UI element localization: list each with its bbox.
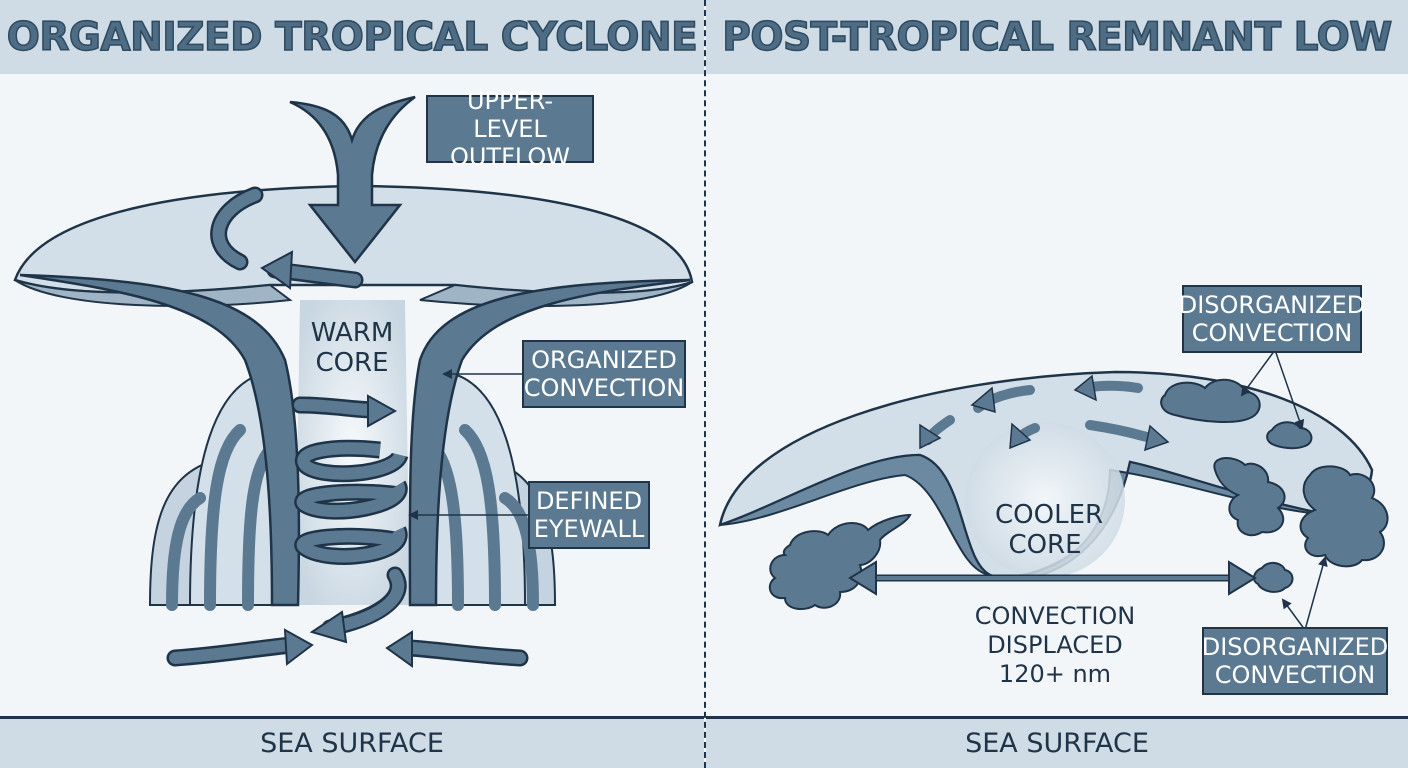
label-disorganized-convection-top: DISORGANIZED CONVECTION <box>1179 285 1365 353</box>
organized-cyclone-illustration <box>13 95 694 668</box>
leader-disorganized-top-a <box>1240 349 1276 397</box>
left-sea-surface-label: SEA SURFACE <box>0 716 704 768</box>
label-defined-eyewall: DEFINED EYEWALL <box>528 481 650 549</box>
convection-cloud-upper-right <box>1160 378 1261 423</box>
label-cooler-core: COOLER CORE <box>995 500 1104 560</box>
label-convection-displaced: CONVECTION DISPLACED 120+ nm <box>974 602 1136 688</box>
label-disorganized-convection-bottom: DISORGANIZED CONVECTION <box>1202 627 1388 695</box>
leader-disorganized-bottom-a <box>1281 598 1306 631</box>
convection-cloud-lower-small <box>1252 562 1294 593</box>
convection-cloud-right-cluster <box>1213 457 1286 537</box>
right-panel-title: POST-TROPICAL REMNANT LOW <box>706 0 1408 74</box>
label-warm-core: WARM CORE <box>310 318 394 378</box>
label-organized-convection: ORGANIZED CONVECTION <box>522 340 686 408</box>
convection-cloud-left <box>768 513 912 611</box>
eyewall-right <box>408 278 691 607</box>
label-upper-level-outflow: UPPER-LEVEL OUTFLOW <box>426 87 594 171</box>
remnant-low-illustration <box>718 349 1389 631</box>
outflow-arrow <box>289 95 416 265</box>
leader-disorganized-bottom-b <box>1304 556 1328 631</box>
panel-divider <box>704 0 706 768</box>
right-sea-surface-label: SEA SURFACE <box>706 716 1408 768</box>
cooler-core-region <box>965 422 1125 578</box>
eyewall-left <box>19 273 301 607</box>
leader-disorganized-top-b <box>1274 349 1305 430</box>
eye-spiral <box>291 394 409 644</box>
convection-cloud-far-right <box>1299 465 1389 568</box>
left-panel-title: ORGANIZED TROPICAL CYCLONE <box>0 0 704 74</box>
